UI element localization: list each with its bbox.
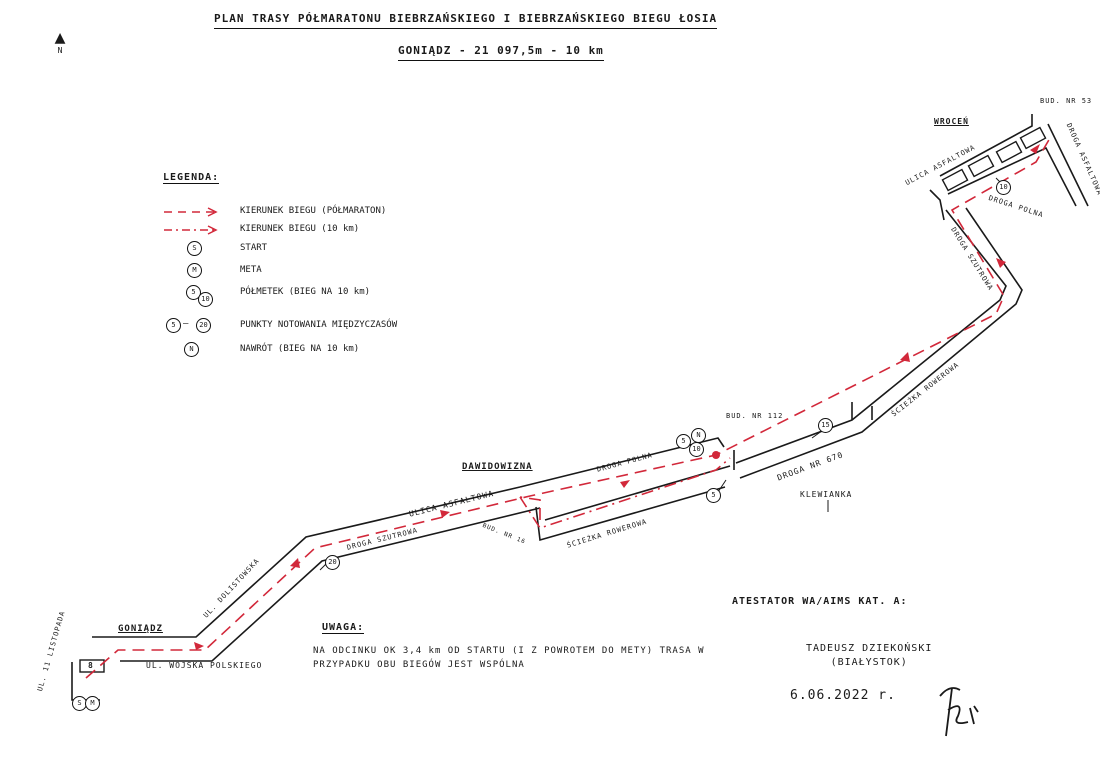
place-wrocen: WROCEŃ [934, 117, 969, 126]
legend-label: KIERUNEK BIEGU (10 km) [240, 224, 360, 234]
place-dawidowizna: DAWIDOWIZNA [462, 462, 533, 472]
building-wrocen-4 [1019, 126, 1047, 150]
road-wojska-polskiego-lower [120, 507, 541, 662]
legend-title: LEGENDA: [163, 172, 220, 184]
road-inner-segment [544, 465, 731, 521]
building-wrocen-3 [995, 140, 1023, 164]
note-text: NA ODCINKU OK 3,4 km OD STARTU (I Z POWR… [313, 646, 705, 670]
road-670-top [735, 209, 1007, 464]
route-arrow-icon [900, 352, 910, 362]
road-upper-segment [519, 437, 725, 488]
attestation-name: TADEUSZ DZIEKOŃSKI [806, 643, 933, 654]
marker-20-icon: 20 [325, 555, 340, 570]
road-670-bottom [739, 207, 1023, 479]
marker-10-icon: 10 [198, 292, 213, 307]
road-wrocen-4 [929, 189, 945, 221]
route-arrow-icon [440, 510, 450, 518]
building-label-53: BUD. NR 53 [1040, 97, 1093, 105]
dashed-arrow-icon [164, 207, 218, 217]
route-arrow-icon [996, 258, 1006, 268]
north-arrow-icon: ▲ [54, 27, 66, 48]
note-title: UWAGA: [322, 622, 365, 634]
turnaround-marker-icon: N [184, 342, 199, 357]
building-label-start: 8 [88, 661, 94, 670]
route-arrow-icon [290, 558, 300, 568]
route-arrow-icon [620, 480, 630, 488]
attestation-city: (BIAŁYSTOK) [830, 657, 908, 668]
route-10km [519, 457, 731, 529]
marker-5b-icon: 5 [706, 488, 721, 503]
turnaround-point [712, 451, 720, 459]
turnaround-marker-icon: N [691, 428, 706, 443]
marker-10-icon: 10 [689, 442, 704, 457]
road-label-wojska-polskiego: UL. WOJSKA POLSKIEGO [146, 661, 263, 670]
legend-label: PÓŁMETEK (BIEG NA 10 km) [240, 287, 371, 297]
road-wrocen-3 [1047, 123, 1089, 207]
attestation-official: TADEUSZ DZIEKOŃSKI (BIAŁYSTOK) [806, 642, 932, 670]
marker-5-icon: 5 [166, 318, 181, 333]
legend-label: PUNKTY NOTOWANIA MIĘDZYCZASÓW [240, 320, 398, 330]
attestation-title: ATESTATOR WA/AIMS KAT. A: [732, 596, 908, 607]
road-lower-segment [535, 486, 726, 542]
dash-dot-arrow-icon [164, 225, 218, 235]
marker-5-icon: 5 [676, 434, 691, 449]
finish-marker-icon: M [187, 263, 202, 278]
road-wrocen-2 [947, 146, 1077, 207]
place-goniadz: GONIĄDZ [118, 624, 163, 634]
map-title: PLAN TRASY PÓŁMARATONU BIEBRZAŃSKIEGO I … [214, 12, 718, 29]
map-subtitle: GONIĄDZ - 21 097,5m - 10 km [398, 44, 604, 61]
legend-label: KIERUNEK BIEGU (PÓŁMARATON) [240, 206, 387, 216]
marker-15-icon: 15 [818, 418, 833, 433]
signature-icon [939, 687, 979, 737]
north-label: N [57, 46, 63, 55]
north-indicator: ▲ N [52, 27, 68, 56]
route-arrow-icon [194, 642, 204, 650]
legend-label: META [240, 265, 262, 275]
route-arrow-icon [1030, 144, 1040, 154]
road-wojska-polskiego [92, 486, 521, 638]
range-dash: – [183, 319, 189, 329]
legend-label: START [240, 243, 268, 253]
route-return [519, 496, 541, 520]
place-klewianka: KLEWIANKA [800, 490, 853, 499]
finish-marker-icon: M [85, 696, 100, 711]
road-wrocen-1 [939, 114, 1033, 177]
marker-20-icon: 20 [196, 318, 211, 333]
building-wrocen-1 [941, 168, 969, 192]
legend-label: NAWRÓT (BIEG NA 10 km) [240, 344, 360, 354]
marker-10b-icon: 10 [996, 180, 1011, 195]
start-marker-icon: S [187, 241, 202, 256]
attestation-date: 6.06.2022 r. [790, 688, 896, 703]
building-wrocen-2 [967, 154, 995, 178]
building-label-112: BUD. NR 112 [726, 412, 784, 420]
